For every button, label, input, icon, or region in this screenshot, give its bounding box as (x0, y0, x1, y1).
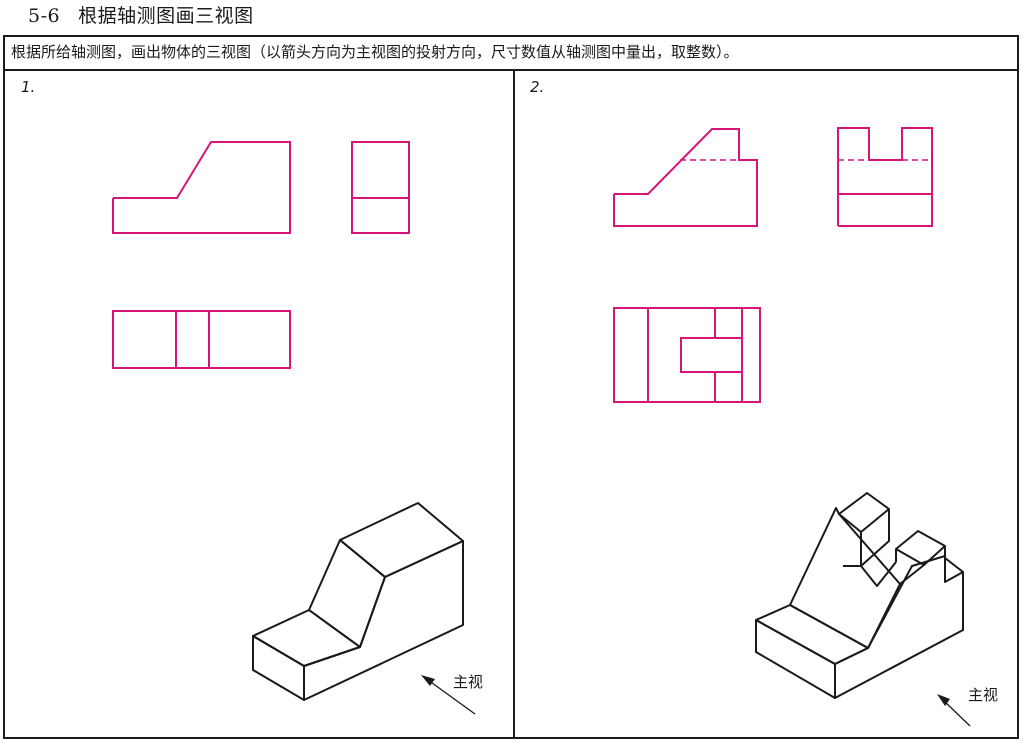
panel-2-view-arrow: 主视 (937, 686, 998, 727)
arrow-up-left-icon (937, 694, 950, 706)
panel-1-isometric-model (252, 502, 464, 701)
panel-1-label: 1. (21, 78, 36, 96)
panel-1-view-arrow: 主视 (421, 673, 483, 715)
panel-1-side-view (351, 141, 410, 234)
panel-2-front-view (613, 128, 758, 227)
panel-divider (513, 71, 515, 739)
panel-2-label: 2. (530, 78, 545, 96)
panel-1-arrow-label: 主视 (453, 673, 483, 691)
panel-1-top-view (112, 310, 291, 369)
panel-1-front-view (112, 141, 291, 234)
section-number: 5-6 (28, 5, 61, 27)
panel-2-isometric-model (755, 492, 964, 699)
exercise-frame: 根据所给轴测图，画出物体的三视图（以箭头方向为主视图的投射方向，尺寸数值从轴测图… (3, 35, 1019, 739)
section-title: 根据轴测图画三视图 (78, 5, 254, 27)
panel-2-side-view (837, 127, 933, 227)
panel-2-arrow-label: 主视 (968, 686, 998, 704)
arrow-up-left-icon (421, 675, 435, 686)
panel-2-top-view (613, 307, 761, 403)
page-title: 5-6 根据轴测图画三视图 (28, 2, 254, 30)
instruction-text: 根据所给轴测图，画出物体的三视图（以箭头方向为主视图的投射方向，尺寸数值从轴测图… (5, 37, 1017, 71)
